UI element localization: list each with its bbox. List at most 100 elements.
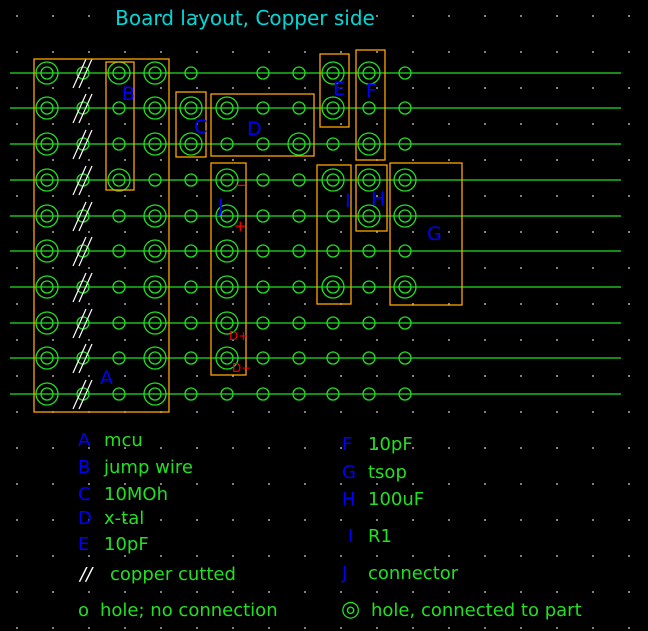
pin-marker: + [234,217,247,235]
connected-hole-inner [220,316,234,330]
connected-hole-inner [362,137,376,151]
connected-hole [215,239,239,263]
connected-hole [215,275,239,299]
hole [398,101,412,115]
connected-hole [321,96,345,120]
hole [256,387,270,401]
hole [256,244,270,258]
connected-hole-icon: ◎ [341,597,361,622]
legend-connected-hole: ◎hole, connected to part [341,597,582,622]
part-outline-f [355,49,386,161]
hole [326,209,340,223]
hole [292,173,306,187]
hole [398,351,412,365]
hole [112,280,126,294]
legend-cut: //copper cutted [80,564,236,585]
hole [398,316,412,330]
connected-hole [35,275,59,299]
hole [362,280,376,294]
connected-hole-inner [40,209,54,223]
connected-hole-inner [220,280,234,294]
hole [362,244,376,258]
connected-hole-inner [326,101,340,115]
part-outline-d [210,93,315,157]
copper-cut-mark [78,379,93,410]
connected-hole-inner [148,101,162,115]
copper-cut-mark [72,379,87,410]
connected-hole [357,132,381,156]
connected-hole-inner [326,173,340,187]
hole [398,137,412,151]
connected-hole-inner [112,66,126,80]
pin-marker: D+ [229,329,248,343]
hole [362,316,376,330]
cut-icon: // [80,564,93,585]
connected-hole [143,61,167,85]
connected-hole-inner [220,351,234,365]
part-label-h: H [371,188,385,210]
hole [112,351,126,365]
hole [112,137,126,151]
part-label-f: F [366,80,377,102]
connected-hole-inner [40,280,54,294]
connected-hole [143,204,167,228]
hole [256,137,270,151]
connected-hole-inner [220,173,234,187]
hole [112,387,126,401]
connected-hole-inner [148,351,162,365]
connected-hole-inner [362,66,376,80]
part-label-c: C [194,116,207,138]
copper-cut-mark [78,165,93,196]
connected-hole [215,204,239,228]
copper-cut-mark [78,58,93,89]
connected-hole-inner [292,137,306,151]
connected-hole [143,382,167,406]
part-outline-i [316,164,352,305]
hole [184,280,198,294]
hole [362,387,376,401]
part-outline-b [105,61,135,191]
connected-hole [35,382,59,406]
connected-hole-inner [40,351,54,365]
copper-cut-mark [78,201,93,232]
hole [184,387,198,401]
connected-hole-inner [220,209,234,223]
copper-cut-mark [72,272,87,303]
copper-cut-mark [78,93,93,124]
hole [256,351,270,365]
connected-hole-inner [40,137,54,151]
connected-hole-inner [326,280,340,294]
part-label-a: A [100,367,113,389]
hole [112,244,126,258]
hole [220,387,234,401]
hole [326,137,340,151]
part-label-j: J [217,195,224,217]
connected-hole-inner [398,280,412,294]
board-title: Board layout, Copper side [115,6,375,30]
connected-hole [393,168,417,192]
copper-cut-mark [72,93,87,124]
hole [326,244,340,258]
copper-cut-mark [78,308,93,339]
connected-hole [35,168,59,192]
hole [256,209,270,223]
hole [326,316,340,330]
part-outline-j [210,162,247,376]
hole [398,244,412,258]
hole [398,66,412,80]
connected-hole [143,275,167,299]
connected-hole-inner [148,280,162,294]
connected-hole [35,346,59,370]
connected-hole-inner [148,387,162,401]
connected-hole [143,346,167,370]
part-label-b: B [122,83,135,105]
copper-cut-mark [78,236,93,267]
hole [184,173,198,187]
connected-hole [215,168,239,192]
connected-hole [143,239,167,263]
